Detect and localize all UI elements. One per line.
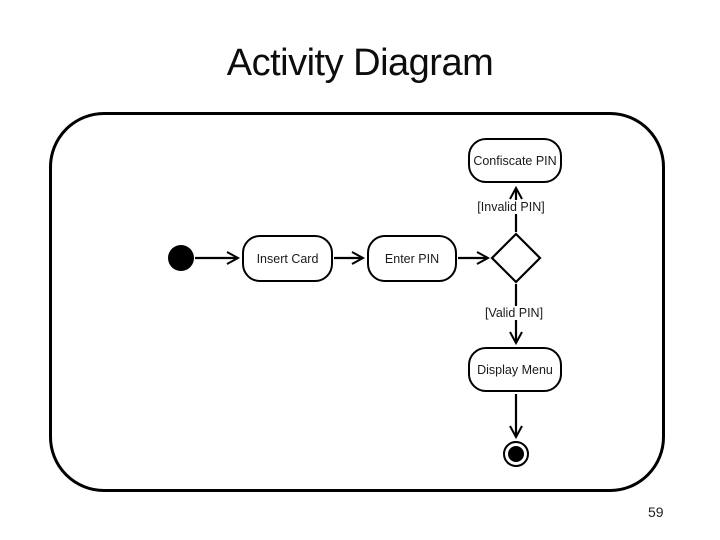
guard-valid-pin: [Valid PIN] [481, 306, 547, 320]
decision-node [490, 232, 542, 284]
action-display-menu-label: Display Menu [477, 362, 553, 377]
action-display-menu: Display Menu [468, 347, 562, 392]
slide-title: Activity Diagram [226, 42, 494, 84]
action-enter-pin: Enter PIN [367, 235, 457, 282]
final-node [508, 446, 524, 462]
page-number: 59 [648, 504, 664, 520]
guard-invalid-pin: [Invalid PIN] [474, 200, 548, 214]
action-insert-card: Insert Card [242, 235, 333, 282]
activity-frame [49, 112, 665, 492]
initial-node [168, 245, 194, 271]
action-confiscate-pin: Confiscate PIN [468, 138, 562, 183]
action-insert-card-label: Insert Card [256, 251, 319, 266]
action-enter-pin-label: Enter PIN [384, 251, 440, 266]
action-confiscate-pin-label: Confiscate PIN [473, 153, 557, 168]
